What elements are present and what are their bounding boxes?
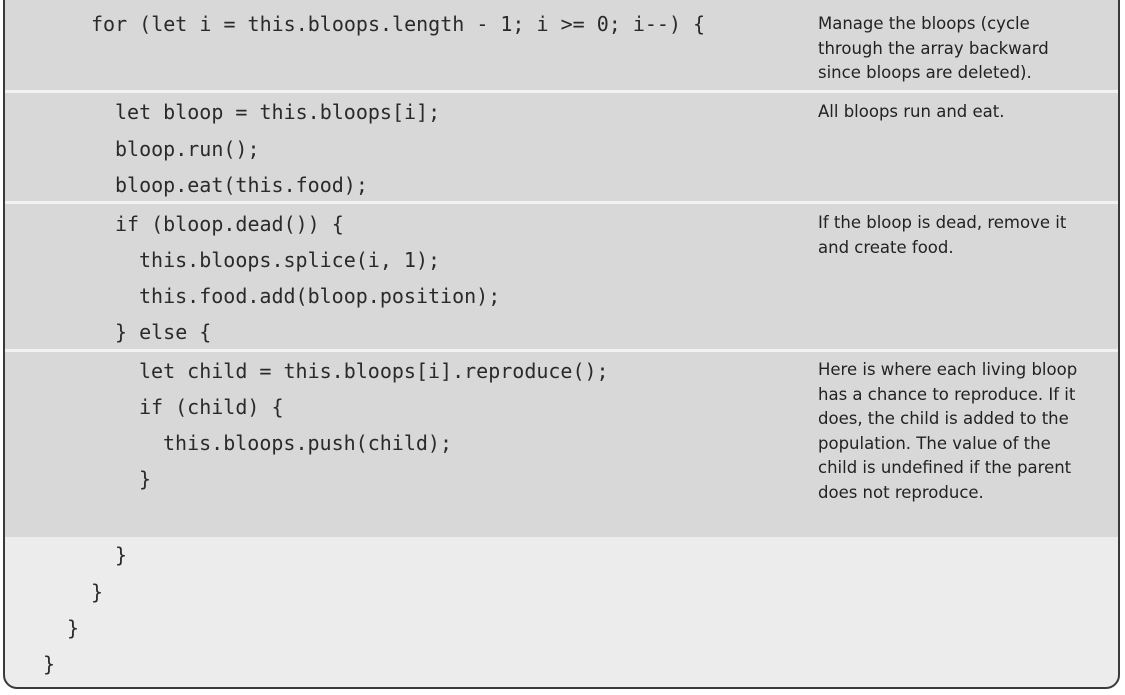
- section-divider: [5, 201, 1118, 204]
- code-line: } else {: [115, 320, 212, 344]
- annotation-note: All bloops run and eat.: [818, 102, 1005, 121]
- code-line: }: [67, 616, 80, 640]
- code-line: if (child) {: [139, 395, 284, 419]
- code-line: for (let i = this.bloops.length - 1; i >…: [91, 12, 706, 36]
- code-section-dead: [5, 204, 1118, 349]
- code-line: if (bloop.dead()) {: [115, 212, 344, 236]
- code-line: bloop.run();: [115, 137, 260, 161]
- code-listing-frame: for (let i = this.bloops.length - 1; i >…: [3, 0, 1120, 689]
- annotation-note: If the bloop is dead, remove it and crea…: [818, 213, 1067, 257]
- code-line: this.bloops.push(child);: [163, 431, 452, 455]
- annotation-note: Here is where each living bloop has a ch…: [818, 360, 1078, 502]
- section-divider: [5, 349, 1118, 352]
- code-line: }: [139, 467, 152, 491]
- code-line: let child = this.bloops[i].reproduce();: [139, 359, 609, 383]
- section-divider: [5, 90, 1118, 93]
- code-section-run-eat: [5, 93, 1118, 201]
- code-section-reproduce: [5, 352, 1118, 537]
- code-line: this.food.add(bloop.position);: [139, 284, 501, 308]
- code-line: }: [115, 543, 128, 567]
- code-line: let bloop = this.bloops[i];: [115, 100, 441, 124]
- annotation-note: Manage the bloops (cycle through the arr…: [818, 14, 1049, 83]
- code-line: }: [43, 652, 56, 676]
- code-section-manage: [5, 0, 1118, 90]
- code-line: bloop.eat(this.food);: [115, 173, 368, 197]
- code-line: }: [91, 580, 104, 604]
- code-line: this.bloops.splice(i, 1);: [139, 248, 441, 272]
